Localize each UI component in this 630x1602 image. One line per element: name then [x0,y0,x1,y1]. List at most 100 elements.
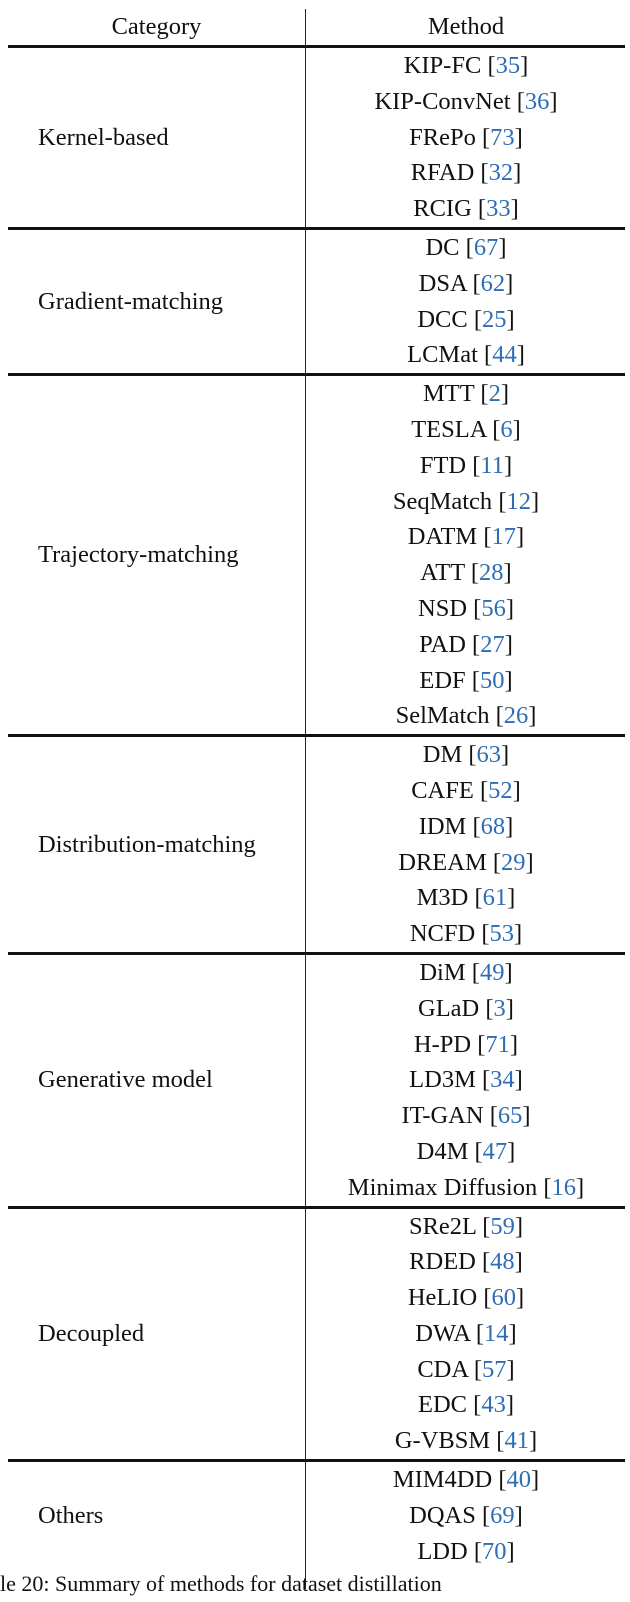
method-name: M3D [416,884,469,912]
citation-link[interactable]: 41 [504,1427,529,1455]
method-list: DM [63]CAFE [52]IDM [68]DREAM [29]M3D [6… [307,737,625,952]
citation-link[interactable]: 40 [506,1466,532,1494]
citation-link[interactable]: 3 [493,994,506,1022]
method-name: DCC [417,305,468,333]
method-name: FRePo [409,123,476,151]
citation-link[interactable]: 69 [490,1501,515,1529]
citation-link[interactable]: 73 [490,123,515,151]
citation-link[interactable]: 48 [490,1248,515,1276]
category-label: Others [38,1501,104,1529]
citation-link[interactable]: 32 [488,159,514,187]
citation-link[interactable]: 33 [486,195,511,223]
method-row: RCIG [33] [413,195,519,223]
citation-link[interactable]: 17 [491,523,517,551]
method-name: HeLIO [407,1284,478,1312]
method-row: Minimax Diffusion [16] [347,1173,585,1201]
citation-link[interactable]: 71 [485,1030,510,1058]
column-divider [305,9,307,1590]
method-row: DSA [62] [418,269,514,297]
method-name: DREAM [398,848,487,876]
citation-link[interactable]: 67 [473,233,499,261]
method-name: SRe2L [408,1212,477,1240]
method-name: NSD [418,594,468,622]
citation-link[interactable]: 35 [495,52,521,79]
citation-link[interactable]: 29 [501,848,526,876]
citation-link[interactable]: 49 [479,958,505,986]
method-row: EDC [43] [418,1391,514,1419]
method-row: CDA [57] [417,1355,515,1383]
method-row: SeqMatch [12] [392,487,540,515]
table-caption: le 20: Summary of methods for dataset di… [0,1571,442,1596]
method-name: EDC [418,1391,468,1419]
citation-link[interactable]: 50 [479,666,505,694]
citation-link[interactable]: 16 [551,1173,577,1201]
citation-link[interactable]: 36 [524,87,550,115]
citation-link[interactable]: 56 [481,594,506,622]
citation-link[interactable]: 27 [480,630,505,658]
citation-link[interactable]: 70 [481,1537,507,1565]
citation-link[interactable]: 43 [481,1391,506,1419]
citation-link[interactable]: 47 [482,1137,508,1165]
method-name: DQAS [409,1501,476,1529]
citation-link[interactable]: 11 [480,451,504,479]
citation-link[interactable]: 6 [500,415,513,443]
method-name: NCFD [409,920,476,948]
method-row: CAFE [52] [411,776,521,804]
method-row: HeLIO [60] [407,1284,525,1312]
method-name: GLaD [418,994,480,1022]
method-name: G-VBSM [394,1427,491,1455]
citation-link[interactable]: 60 [491,1284,517,1312]
method-name: DWA [415,1319,470,1347]
citation-link[interactable]: 52 [488,776,513,804]
method-list: MIM4DD [40]DQAS [69]LDD [70] [307,1462,625,1569]
citation-link[interactable]: 26 [503,702,529,730]
method-name: LDD [417,1537,468,1565]
citation-link[interactable]: 65 [497,1102,523,1130]
citation-link[interactable]: 2 [488,380,501,408]
method-name: H-PD [413,1030,472,1058]
method-row: KIP-FC [35] [403,52,529,79]
method-row: NCFD [53] [409,920,523,948]
category-label: Kernel-based [38,123,169,151]
method-row: RDED [48] [409,1248,523,1276]
citation-link[interactable]: 34 [490,1066,515,1094]
method-row: DQAS [69] [409,1501,523,1529]
citation-link[interactable]: 59 [490,1212,515,1240]
citation-link[interactable]: 68 [480,812,506,840]
method-row: GLaD [3] [418,994,514,1022]
method-name: CAFE [411,776,474,804]
citation-link[interactable]: 61 [482,884,508,912]
method-name: RCIG [413,195,472,223]
method-name: D4M [416,1137,469,1165]
method-list: KIP-FC [35]KIP-ConvNet [36]FRePo [73]RFA… [307,48,625,227]
method-row: MTT [2] [423,380,509,408]
citation-link[interactable]: 12 [506,487,531,515]
citation-link[interactable]: 14 [484,1319,509,1347]
method-row: DC [67] [425,233,507,261]
method-row: DWA [14] [415,1319,517,1347]
method-row: G-VBSM [41] [394,1427,538,1455]
method-row: LDD [70] [417,1537,515,1565]
method-row: DCC [25] [417,305,515,333]
method-row: FRePo [73] [409,123,523,151]
method-name: DiM [419,958,466,986]
method-row: PAD [27] [419,630,513,658]
citation-link[interactable]: 57 [482,1355,507,1383]
method-name: KIP-ConvNet [374,87,511,115]
citation-link[interactable]: 53 [489,920,514,948]
method-name: MTT [423,380,475,408]
method-row: NSD [56] [418,594,514,622]
citation-link[interactable]: 28 [479,559,504,587]
citation-link[interactable]: 62 [480,269,506,297]
method-name: RDED [409,1248,476,1276]
citation-link[interactable]: 25 [482,305,507,333]
citation-link[interactable]: 44 [492,341,517,369]
method-row: LCMat [44] [407,341,525,369]
citation-link[interactable]: 63 [476,741,502,769]
method-row: M3D [61] [416,884,516,912]
